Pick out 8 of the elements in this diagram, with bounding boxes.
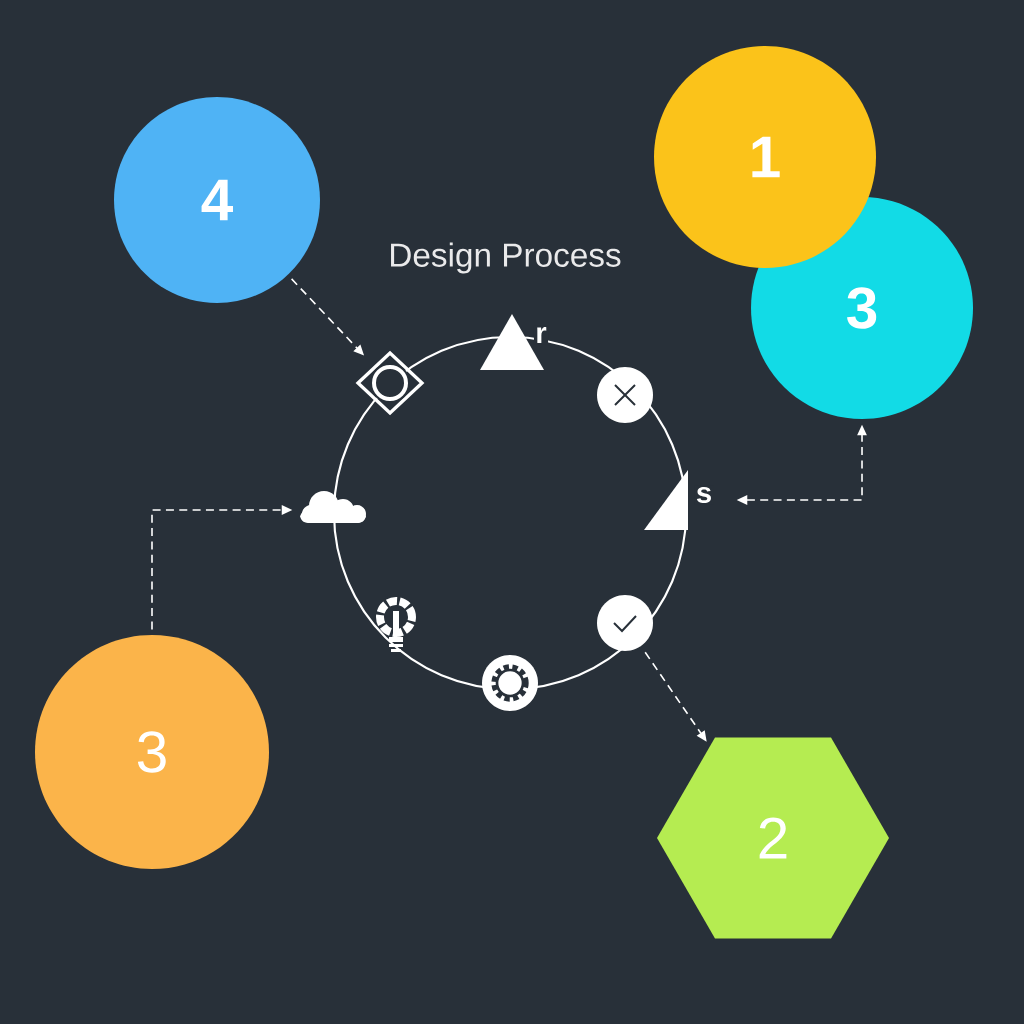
- check-icon: [597, 595, 653, 651]
- gear-icon: [482, 655, 538, 711]
- numbered-hexagon: 2: [657, 737, 889, 939]
- lightbulb-icon: [376, 597, 416, 652]
- title: Design Process: [391, 242, 621, 274]
- triangle-icon: [644, 470, 688, 530]
- close-icon: [597, 367, 653, 423]
- cloud-icon: [300, 491, 366, 523]
